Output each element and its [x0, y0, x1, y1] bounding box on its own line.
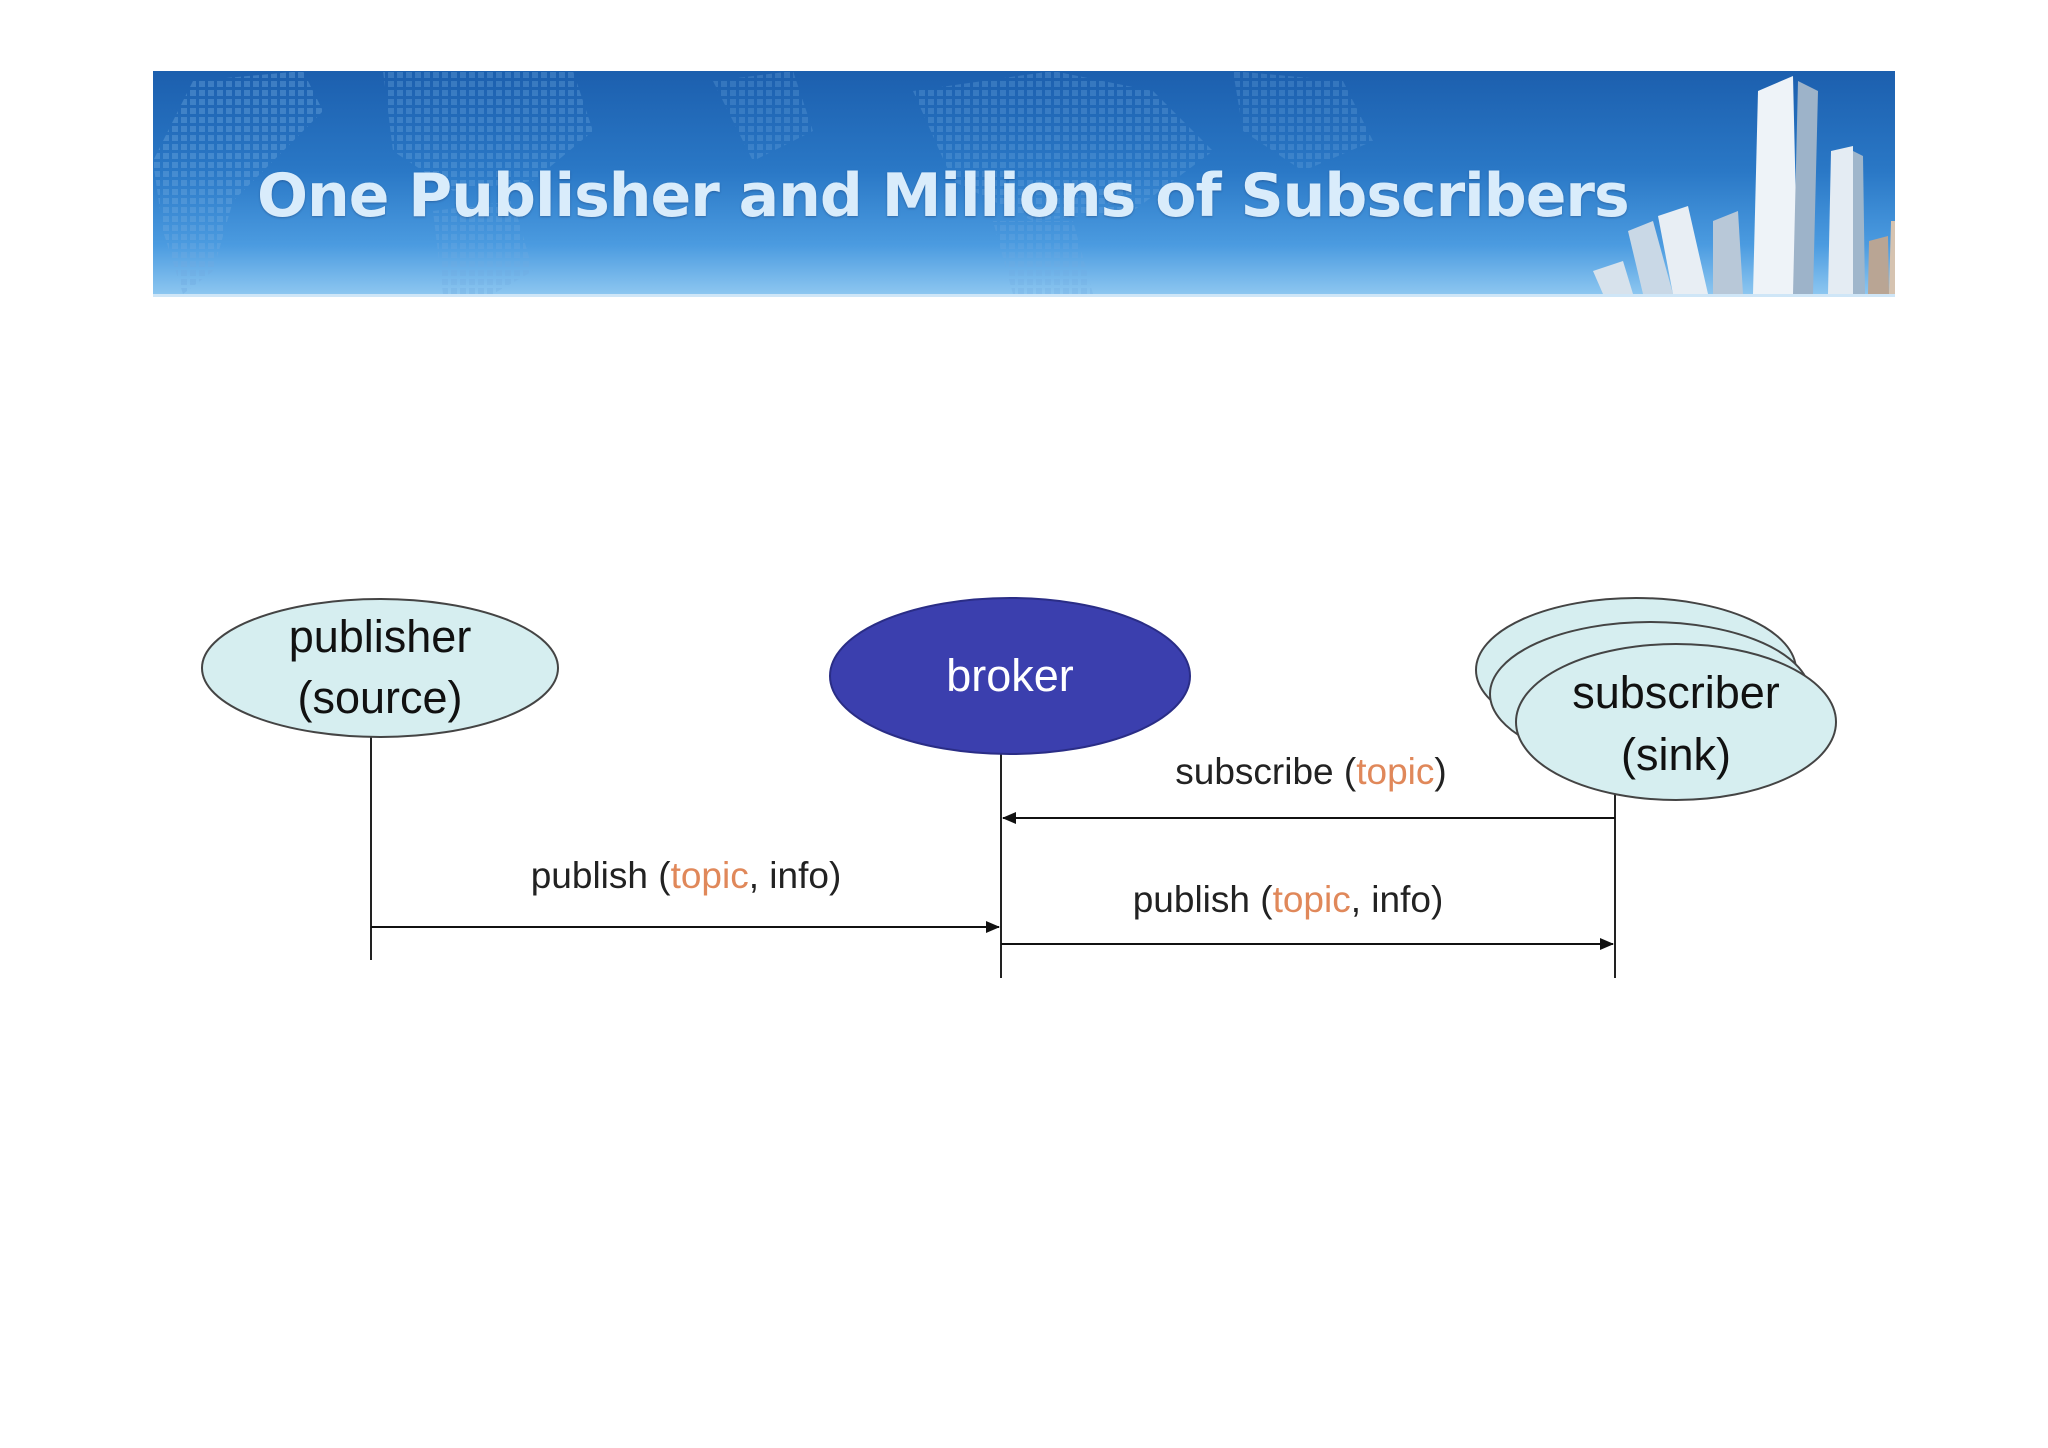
publish-to-subscriber-label: publish (topic, info)	[1133, 879, 1444, 920]
subscriber-node	[1515, 643, 1837, 801]
broker-node: broker	[829, 597, 1191, 755]
subscriber-sublabel: (sink)	[1621, 729, 1731, 780]
title-banner: One Publisher and Millions of Subscriber…	[153, 71, 1895, 294]
broker-label: broker	[946, 650, 1074, 701]
publisher-node: publisher (source)	[201, 598, 559, 738]
publish-to-broker-label: publish (topic, info)	[531, 855, 842, 896]
subscriber-stack: subscriber (sink)	[1475, 597, 1837, 801]
subscribe-message-label: subscribe (topic)	[1175, 751, 1446, 792]
publisher-label: publisher	[289, 611, 472, 662]
world-map-skyline-decoration	[153, 71, 1895, 294]
skyline-illustration	[1593, 76, 1895, 294]
publisher-sublabel: (source)	[297, 672, 462, 723]
page-title: One Publisher and Millions of Subscriber…	[257, 161, 1630, 231]
subscriber-label: subscriber	[1572, 667, 1780, 718]
